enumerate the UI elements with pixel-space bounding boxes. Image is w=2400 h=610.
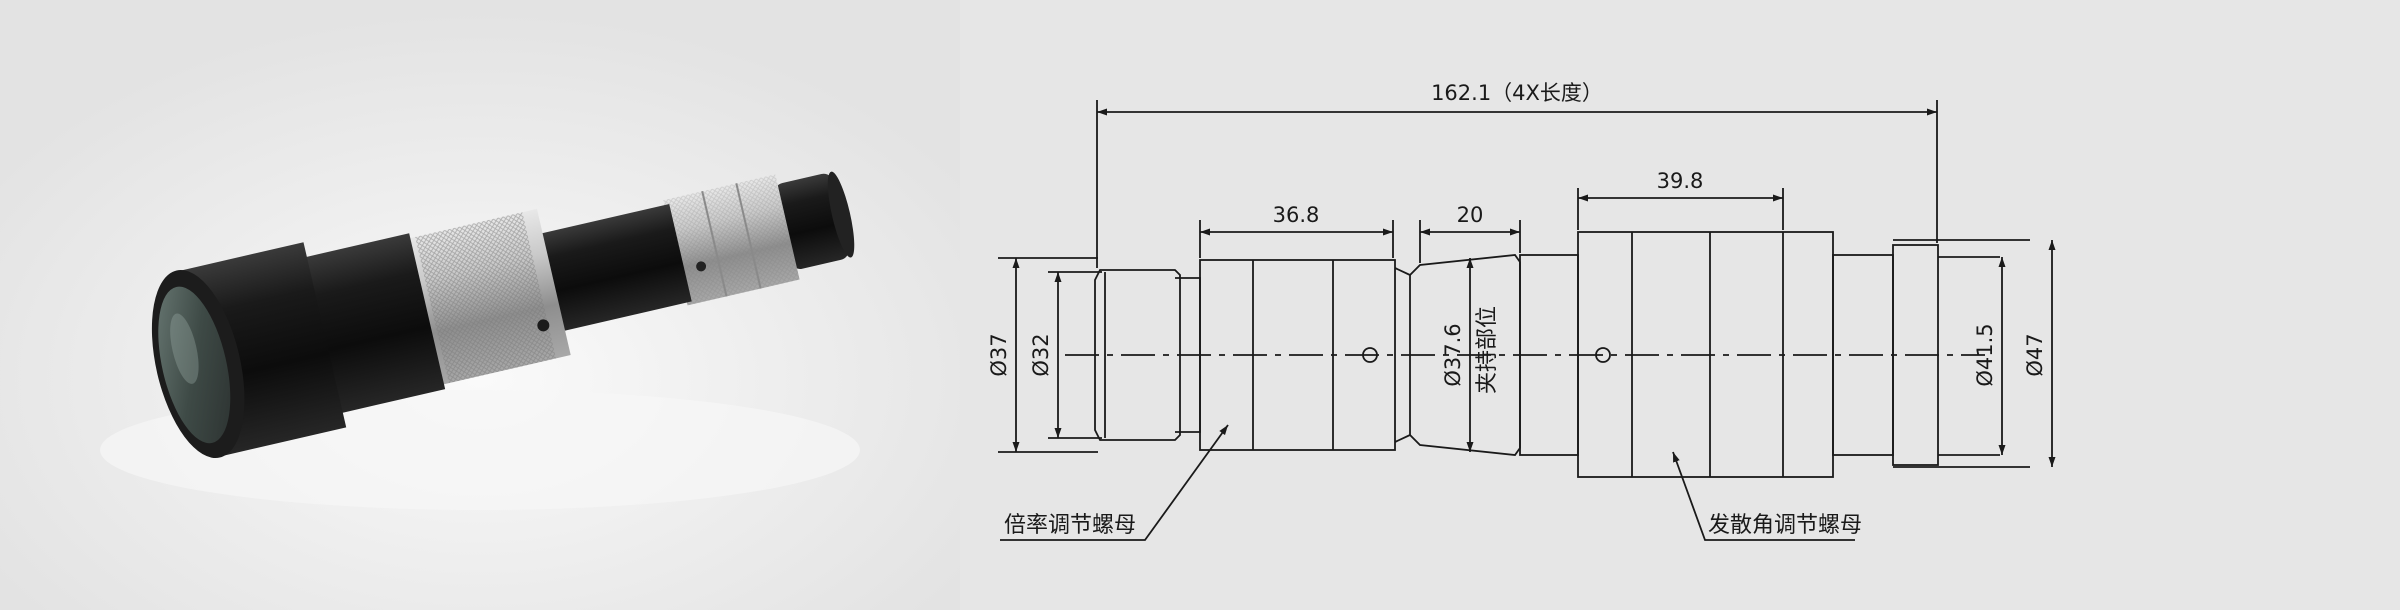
front-body [297, 233, 446, 415]
rear-cap-face [827, 171, 855, 258]
rear-ring-groove-2 [735, 183, 762, 289]
divergence-nut-width-label: 39.8 [1657, 169, 1704, 193]
rear-ring-groove [701, 190, 728, 297]
diam-outer-left-label: Ø37 [987, 333, 1011, 376]
drawing-panel: 162.1（4X长度） 36.8 20 39.8 Ø37 Ø32 Ø37.6 夹… [960, 0, 2400, 610]
middle-tube [537, 203, 692, 332]
technical-drawing: 162.1（4X长度） 36.8 20 39.8 Ø37 Ø32 Ø37.6 夹… [987, 81, 2056, 541]
diam-clamp-label: Ø37.6 [1441, 323, 1465, 386]
diam-outer-right-label: Ø47 [2023, 333, 2047, 376]
lens-body [151, 171, 855, 459]
photo-panel [0, 0, 960, 610]
diam-inner-right-label: Ø41.5 [1973, 323, 1997, 386]
lens-reflection [170, 313, 199, 384]
zoom-set-screw [537, 319, 550, 332]
section-zoom-nut [1199, 259, 1396, 451]
zoom-nut-step [1394, 267, 1411, 443]
clamp-width-label: 20 [1457, 203, 1484, 227]
section-left-cap [1094, 269, 1181, 441]
overall-length-label: 162.1（4X长度） [1431, 81, 1603, 105]
rear-set-screw [696, 261, 707, 272]
zoom-ring-knurl [415, 212, 557, 384]
divergence-set-screw-hole [1595, 347, 1611, 363]
leader-divergence-nut [1672, 451, 1855, 541]
diam-inner-left-label: Ø32 [1029, 333, 1053, 376]
zoom-nut-label: 倍率调节螺母 [1004, 513, 1136, 538]
zoom-set-screw-hole [1362, 347, 1378, 363]
front-lens-glass [158, 286, 231, 444]
leader-zoom-nut [1000, 424, 1229, 541]
lens-product-photo [0, 0, 960, 610]
divergence-nut-label: 发散角调节螺母 [1708, 513, 1862, 538]
section-rear-cap [1892, 244, 1939, 466]
rear-silver-texture [663, 174, 800, 306]
clamp-position-label: 夹持部位 [1475, 306, 1500, 394]
zoom-nut-width-label: 36.8 [1273, 203, 1320, 227]
